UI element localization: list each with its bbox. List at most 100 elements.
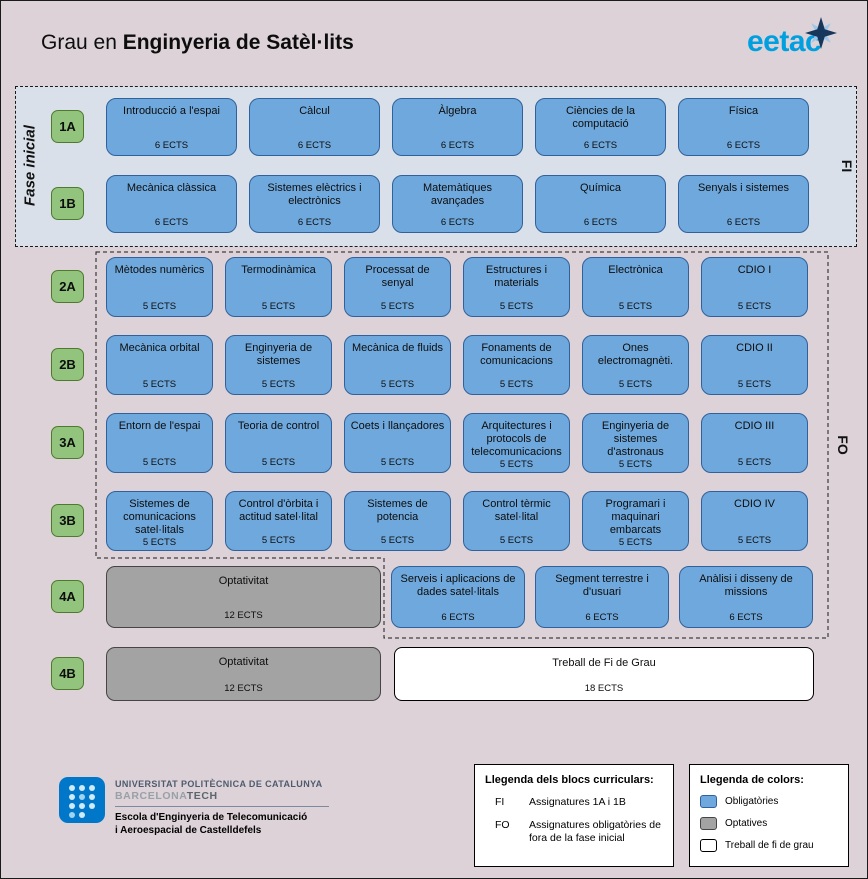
optativitat-box: Optativitat 12 ECTS xyxy=(106,647,381,701)
course-box: Mecànica clàssica 6 ECTS xyxy=(106,175,237,233)
course-title: Química xyxy=(580,182,621,194)
legend-row-optatives: Optatives xyxy=(700,817,838,830)
course-box: CDIO IV 5 ECTS xyxy=(701,491,808,551)
course-ects: 5 ECTS xyxy=(142,379,177,390)
legend-row-fo: FO Assignatures obligatòries de fora de … xyxy=(485,819,663,845)
course-title: Programari i maquinari embarcats xyxy=(605,498,666,536)
course-title: Serveis i aplicacions de dades satel·lit… xyxy=(400,573,516,598)
semester-badge-3b: 3B xyxy=(51,504,84,537)
legend-label-tfg: Treball de fi de grau xyxy=(725,840,814,851)
course-title: Ciències de la computació xyxy=(565,105,636,130)
legend-desc-fo: Assignatures obligatòries de fora de la … xyxy=(529,819,661,845)
upc-divider xyxy=(115,806,329,807)
upc-footer: UNIVERSITAT POLITÈCNICA DE CATALUNYA BAR… xyxy=(59,777,329,837)
course-title: Termodinàmica xyxy=(241,264,316,276)
course-title: Optativitat xyxy=(218,656,269,668)
legend-blocks-title: Llegenda dels blocs curriculars: xyxy=(485,774,654,786)
page-title-prefix: Grau en xyxy=(41,31,123,54)
course-ects: 5 ECTS xyxy=(142,536,177,548)
course-title: Enginyeria de sistemes xyxy=(244,342,313,367)
course-ects: 6 ECTS xyxy=(583,217,618,228)
course-ects: 6 ECTS xyxy=(729,612,763,623)
course-ects: 5 ECTS xyxy=(380,457,415,468)
course-ects: 5 ECTS xyxy=(261,301,296,312)
legend-desc-fi: Assignatures 1A i 1B xyxy=(529,796,626,808)
course-title: Mecànica orbital xyxy=(119,342,200,354)
course-title: Mecànica clàssica xyxy=(126,182,217,194)
fi-region-label: FI xyxy=(839,159,855,173)
course-ects: 6 ECTS xyxy=(583,140,618,151)
row-1b: Mecànica clàssica 6 ECTS Sistemes elèctri… xyxy=(106,175,809,233)
semester-badge-2a: 2A xyxy=(51,270,84,303)
course-ects: 5 ECTS xyxy=(737,379,772,390)
course-ects: 6 ECTS xyxy=(440,140,475,151)
course-title: Arquitectures i protocols de telecomunic… xyxy=(471,420,562,458)
legend-label-obligatories: Obligatòries xyxy=(725,796,779,807)
course-ects: 5 ECTS xyxy=(142,301,177,312)
course-title: CDIO IV xyxy=(734,498,775,510)
eetac-logo: eetac xyxy=(747,17,838,59)
row-2b: Mecànica orbital 5 ECTS Enginyeria de sis… xyxy=(106,335,808,395)
legend-row-obligatories: Obligatòries xyxy=(700,795,838,808)
upc-logo-icon xyxy=(59,777,105,823)
course-ects: 5 ECTS xyxy=(618,536,653,548)
legend-key-fo: FO xyxy=(495,819,510,832)
course-title: Sistemes elèctrics i electrònics xyxy=(267,182,362,207)
course-ects: 5 ECTS xyxy=(737,457,772,468)
course-title: Coets i llançadores xyxy=(350,420,445,432)
course-title: Estructures i materials xyxy=(485,264,548,289)
upc-school-name-line1: Escola d'Enginyeria de Telecomunicació xyxy=(115,812,308,823)
semester-badge-4b: 4B xyxy=(51,657,84,690)
course-title: Ones electromagnèti. xyxy=(597,342,674,367)
upc-school-name-line2: i Aeroespacial de Castelldefels xyxy=(115,825,262,836)
course-title: Fonaments de comunicacions xyxy=(480,342,553,367)
course-ects: 6 ECTS xyxy=(585,612,619,623)
legend-key-fi: FI xyxy=(495,796,505,808)
legend-label-optatives: Optatives xyxy=(725,818,768,829)
course-box: Serveis i aplicacions de dades satel·lit… xyxy=(391,566,525,628)
course-box: Ciències de la computació 6 ECTS xyxy=(535,98,666,156)
semester-badge-4a: 4A xyxy=(51,580,84,613)
course-title: Entorn de l'espai xyxy=(118,420,201,432)
course-title: Matemàtiques avançades xyxy=(422,182,493,207)
course-box: Termodinàmica 5 ECTS xyxy=(225,257,332,317)
course-ects: 5 ECTS xyxy=(618,379,653,390)
course-ects: 5 ECTS xyxy=(380,301,415,312)
upc-barcelonatech: BARCELONATECH xyxy=(115,790,218,802)
eetac-logo-text: eetac xyxy=(747,25,822,58)
course-ects: 12 ECTS xyxy=(224,683,263,694)
fo-region-label: FO xyxy=(835,435,851,455)
course-box: Coets i llançadores 5 ECTS xyxy=(344,413,451,473)
page-title-main: Enginyeria de Satèl·lits xyxy=(122,31,354,54)
course-ects: 6 ECTS xyxy=(154,217,189,228)
course-ects: 5 ECTS xyxy=(261,535,296,546)
course-ects: 5 ECTS xyxy=(737,535,772,546)
course-ects: 6 ECTS xyxy=(154,140,189,151)
course-ects: 5 ECTS xyxy=(618,458,653,470)
course-title: Teoria de control xyxy=(237,420,320,432)
course-ects: 18 ECTS xyxy=(584,683,624,694)
